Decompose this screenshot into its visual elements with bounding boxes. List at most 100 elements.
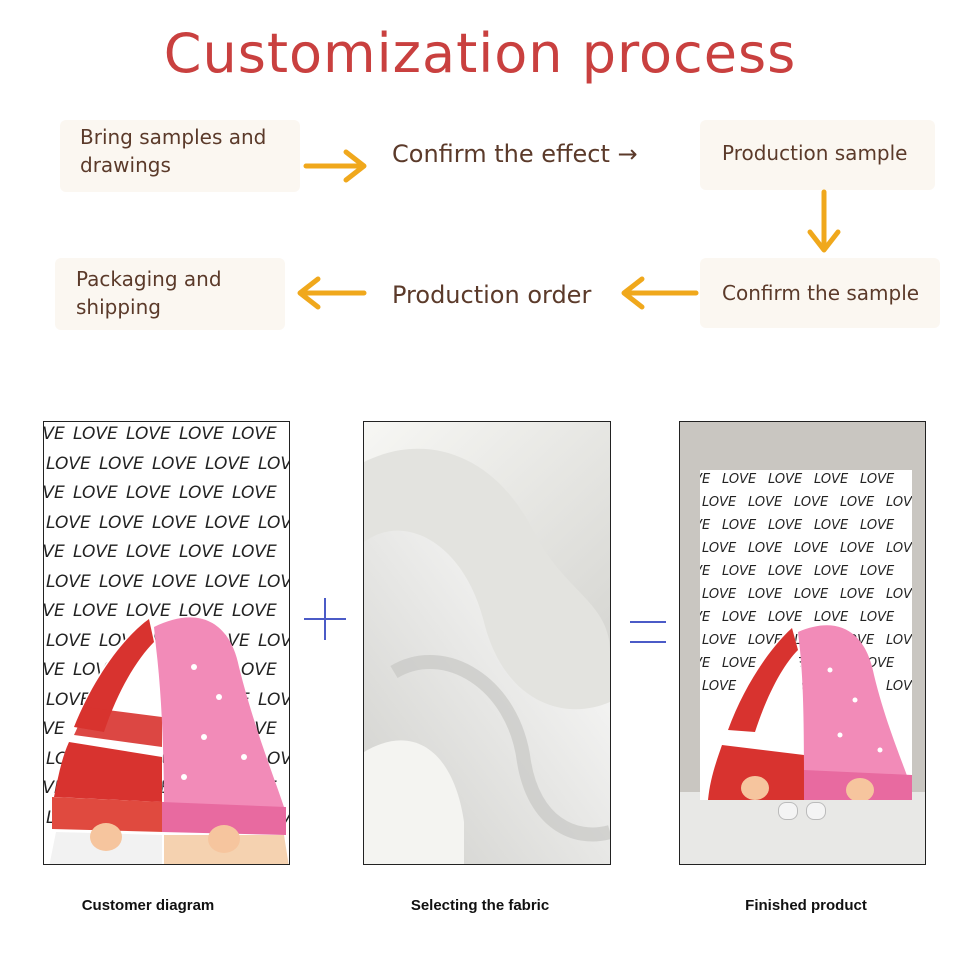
pattern-word: LOVE: [860, 518, 895, 533]
pattern-word: LOVE: [768, 610, 803, 625]
pattern-word: LOVE: [46, 630, 91, 651]
pattern-word: LOVE: [748, 587, 783, 602]
pattern-word: LOVE: [702, 541, 737, 556]
pattern-word: LOVE: [232, 483, 277, 503]
blanket-gnome-illustration: [708, 625, 912, 800]
pattern-word: LOVE: [73, 601, 118, 621]
pattern-word: LOVE: [722, 518, 757, 533]
step-bring-samples-line1: Bring samples and: [80, 125, 267, 149]
fabric-folds-photo: [364, 422, 610, 864]
pattern-word: LOVE: [99, 512, 144, 533]
step-bg-6: [55, 258, 285, 330]
step-production-sample: Production sample: [722, 141, 908, 165]
pattern-word: LOVE: [232, 601, 277, 621]
pattern-word: LOVE: [702, 633, 737, 648]
pattern-word: LOVE: [152, 512, 197, 533]
pattern-word: LOVE: [43, 424, 65, 444]
step-confirm-effect: Confirm the effect →: [392, 140, 638, 168]
step-packaging-line1: Packaging and: [76, 267, 222, 291]
pattern-word: LOVE: [258, 512, 289, 533]
step-packaging-line2: shipping: [76, 295, 161, 319]
pattern-word: LOVE: [258, 630, 289, 651]
customer-diagram-image: LOVE LOVE LOVE LOVE LOVE LOVE LOVE LOVE LOVE LOVE…: [43, 421, 290, 865]
caption-finished-product: Finished product: [745, 897, 867, 914]
blanket: LOVE LOVE LOVE LOVE LOVE LOVE LOVE LOVE LOVE LOVE…: [700, 470, 912, 800]
step-bg-3: [700, 120, 935, 190]
pattern-word: LOVE: [73, 483, 118, 503]
step-confirm-sample: Confirm the sample: [722, 281, 920, 305]
pattern-word: LOVE: [700, 518, 711, 533]
pattern-word: LOVE: [152, 453, 197, 474]
pattern-word: LOVE: [886, 495, 912, 510]
pattern-word: LOVE: [205, 453, 250, 474]
photo-floor: [680, 792, 925, 864]
pattern-word: LOVE: [232, 660, 277, 680]
pattern-word: LOVE: [702, 679, 737, 694]
pattern-word: LOVE: [179, 483, 224, 503]
pattern-word: LOVE: [794, 541, 829, 556]
pattern-word: LOVE: [205, 512, 250, 533]
caption-customer-diagram: Customer diagram: [81, 897, 215, 914]
step-bring-samples: Bring samples and drawings: [80, 123, 266, 179]
pattern-word: LOVE: [152, 571, 197, 592]
pattern-word: LOVE: [46, 571, 91, 592]
pattern-word: LOVE: [722, 610, 757, 625]
pattern-word: LOVE: [46, 512, 91, 533]
pattern-word: LOVE: [748, 633, 783, 648]
pattern-word: LOVE: [43, 719, 65, 739]
pattern-word: LOVE: [126, 483, 171, 503]
arrow-right-icon: [303, 149, 367, 183]
pattern-word: LOVE: [179, 601, 224, 621]
pattern-word: LOVE: [886, 541, 912, 556]
pattern-word: LOVE: [860, 610, 895, 625]
pattern-word: LOVE: [258, 689, 289, 710]
pattern-word: LOVE: [814, 472, 849, 487]
pattern-word: LOVE: [232, 424, 277, 444]
pattern-word: LOVE: [43, 483, 65, 503]
pattern-word: LOVE: [700, 656, 711, 671]
gnome-pair-illustration: [49, 617, 289, 864]
pattern-word: LOVE: [99, 453, 144, 474]
pattern-word: LOVE: [43, 660, 65, 680]
pattern-word: LOVE: [73, 424, 118, 444]
pattern-word: LOVE: [768, 564, 803, 579]
pattern-word: LOVE: [126, 601, 171, 621]
pattern-word: LOVE: [43, 542, 65, 562]
arrow-left-icon: [297, 276, 367, 310]
pattern-word: LOVE: [840, 495, 875, 510]
pattern-word: LOVE: [702, 587, 737, 602]
pattern-word: LOVE: [748, 541, 783, 556]
pattern-word: LOVE: [700, 472, 711, 487]
pattern-word: LOVE: [258, 571, 289, 592]
pattern-word: LOVE: [768, 518, 803, 533]
pattern-word: LOVE: [886, 587, 912, 602]
pattern-word: LOVE: [814, 610, 849, 625]
person-feet: [778, 802, 828, 820]
pattern-word: LOVE: [126, 424, 171, 444]
pattern-word: LOVE: [840, 541, 875, 556]
step-bg-1: [60, 120, 300, 192]
pattern-word: LOVE: [722, 564, 757, 579]
pattern-word: LOVE: [840, 587, 875, 602]
pattern-word: LOVE: [126, 542, 171, 562]
step-bg-4: [700, 258, 940, 328]
pattern-word: LOVE: [99, 571, 144, 592]
page-title: Customization process: [163, 22, 797, 85]
arrow-left-icon-2: [621, 276, 699, 310]
step-packaging-shipping: Packaging and shipping: [76, 265, 222, 321]
pattern-word: LOVE: [886, 679, 912, 694]
pattern-word: LOVE: [768, 472, 803, 487]
step-bring-samples-line2: drawings: [80, 153, 171, 177]
pattern-word: LOVE: [702, 495, 737, 510]
pattern-word: LOVE: [748, 495, 783, 510]
pattern-word: LOVE: [814, 518, 849, 533]
pattern-word: LOVE: [46, 689, 91, 710]
pattern-word: LOVE: [814, 564, 849, 579]
arrow-down-icon: [807, 189, 841, 253]
pattern-word: LOVE: [794, 495, 829, 510]
pattern-word: LOVE: [258, 453, 289, 474]
plus-icon: [304, 598, 346, 640]
pattern-word: LOVE: [700, 610, 711, 625]
step-production-order: Production order: [392, 281, 592, 309]
pattern-word: LOVE: [43, 601, 65, 621]
